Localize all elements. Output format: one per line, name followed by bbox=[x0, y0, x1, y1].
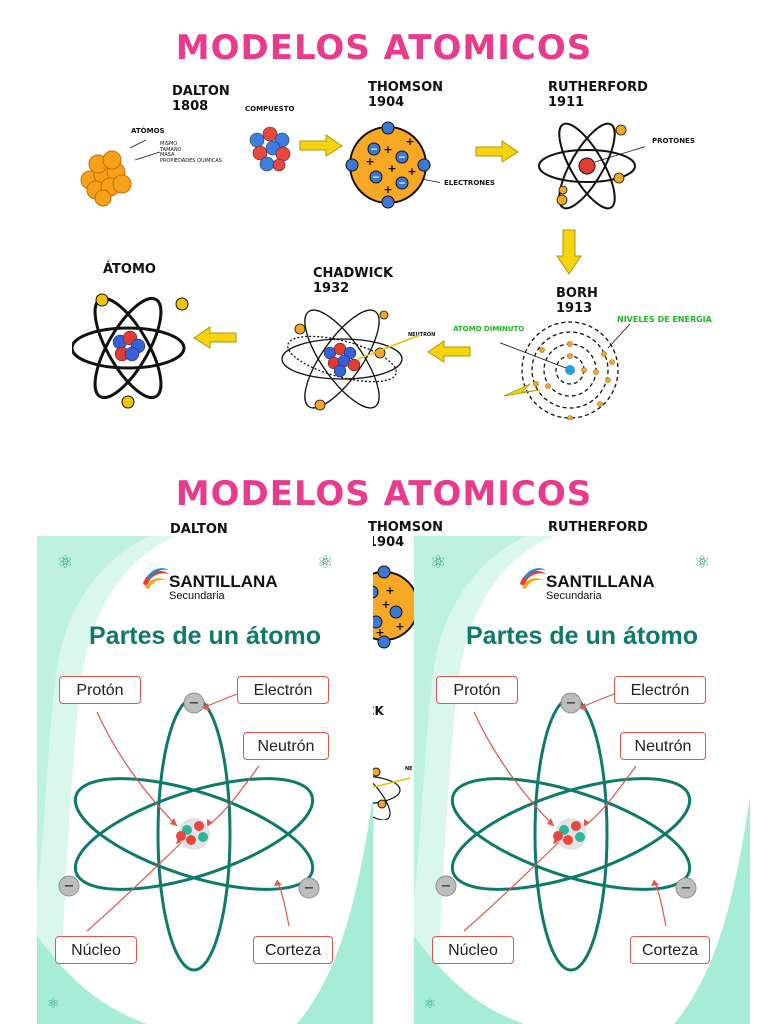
svg-text:−: − bbox=[372, 173, 380, 183]
svg-text:−: − bbox=[566, 696, 577, 711]
arrow-dalton-thomson bbox=[299, 134, 343, 157]
atom-diagram: − − − bbox=[58, 692, 320, 972]
card-title: Partes de un átomo bbox=[466, 622, 698, 650]
label-electron: Electrón bbox=[237, 676, 329, 704]
borh-year: 1913 bbox=[556, 301, 593, 316]
svg-text:+: + bbox=[375, 626, 384, 639]
rutherford-year: 1911 bbox=[548, 95, 585, 110]
atom-decor-icon-tr: ⚛ bbox=[694, 552, 711, 573]
svg-text:−: − bbox=[304, 881, 315, 896]
svg-text:+: + bbox=[387, 162, 396, 175]
atomo-diminuto-annotation: ÁTOMO DIMINUTO bbox=[453, 325, 525, 333]
bottom-dalton-label: DALTON bbox=[170, 522, 228, 537]
label-proton: Protón bbox=[59, 676, 141, 704]
atom-decor-icon-bl: ⚛ bbox=[424, 996, 437, 1012]
label-corteza: Corteza bbox=[253, 936, 333, 964]
brand-name: SANTILLANA bbox=[169, 572, 278, 591]
santillana-card-left: ⚛ ⚛ ⚛ SANTILLANA Secundaria Partes de un… bbox=[37, 536, 373, 1024]
arrow-rutherford-borh bbox=[556, 229, 582, 275]
chadwick-year: 1932 bbox=[313, 281, 350, 296]
borh-atom bbox=[500, 321, 631, 420]
arrow-chadwick-atomo bbox=[193, 326, 237, 349]
svg-text:+: + bbox=[405, 135, 414, 148]
thomson-label: THOMSON 1904 bbox=[368, 80, 443, 110]
arrow-thomson-rutherford bbox=[475, 140, 519, 163]
card-background bbox=[414, 536, 750, 1024]
thomson-year: 1904 bbox=[368, 95, 405, 110]
bottom-thomson-name: THOMSON bbox=[368, 520, 444, 535]
brand-sub: Secundaria bbox=[169, 590, 225, 602]
label-neutron: Neutrón bbox=[243, 732, 329, 760]
chadwick-name: CHADWICK bbox=[313, 266, 394, 281]
svg-text:+: + bbox=[407, 165, 416, 178]
label-proton: Protón bbox=[436, 676, 518, 704]
dalton-name: DALTON bbox=[172, 84, 230, 99]
compuesto-cluster bbox=[249, 126, 291, 172]
thomson-atom: + + + + + + − − − − bbox=[345, 121, 440, 209]
dalton-label: DALTON 1808 bbox=[172, 84, 230, 114]
santillana-logo-icon bbox=[520, 568, 546, 589]
label-electron: Electrón bbox=[614, 676, 706, 704]
compuesto-annotation: COMPUESTO bbox=[245, 105, 295, 113]
label-nucleo: Núcleo bbox=[55, 936, 137, 964]
svg-text:−: − bbox=[64, 879, 75, 894]
atom-diagram: − − − bbox=[435, 692, 697, 972]
svg-text:−: − bbox=[441, 879, 452, 894]
brand-sub: Secundaria bbox=[546, 590, 602, 602]
svg-text:+: + bbox=[365, 155, 374, 168]
top-title: MODELOS ATOMICOS bbox=[175, 28, 593, 68]
label-neutron: Neutrón bbox=[620, 732, 706, 760]
svg-text:+: + bbox=[385, 584, 394, 597]
dalton-note-1: MISMO bbox=[160, 141, 178, 147]
label-corteza: Corteza bbox=[630, 936, 710, 964]
card-title: Partes de un átomo bbox=[89, 622, 321, 650]
atomos-annotation: ATÓMOS bbox=[131, 127, 165, 135]
bottom-thomson-label: THOMSON 1904 bbox=[368, 520, 443, 550]
card-background bbox=[37, 536, 373, 1024]
atom-decor-icon-bl: ⚛ bbox=[47, 996, 60, 1012]
niveles-energia-annotation: NIVELES DE ENERGIA bbox=[617, 315, 712, 324]
borh-label: BORH 1913 bbox=[556, 286, 598, 316]
thomson-name: THOMSON bbox=[368, 80, 444, 95]
dalton-note-3: MASA bbox=[160, 152, 175, 158]
electrones-annotation: ELECTRONES bbox=[444, 179, 495, 187]
bottom-title: MODELOS ATOMICOS bbox=[175, 474, 593, 514]
protones-annotation: PROTONES bbox=[652, 137, 695, 145]
rutherford-label: RUTHERFORD 1911 bbox=[548, 80, 648, 110]
svg-text:−: − bbox=[398, 179, 406, 189]
dalton-year: 1808 bbox=[172, 99, 209, 114]
rutherford-atom bbox=[538, 122, 645, 210]
svg-text:−: − bbox=[681, 881, 692, 896]
svg-text:−: − bbox=[189, 696, 200, 711]
svg-text:−: − bbox=[398, 153, 406, 163]
santillana-logo-icon bbox=[143, 568, 169, 589]
dalton-atoms-cluster bbox=[80, 140, 161, 207]
bottom-thomson-year: 1904 bbox=[368, 535, 405, 550]
svg-text:+: + bbox=[383, 183, 392, 196]
arrow-borh-chadwick bbox=[427, 340, 471, 363]
santillana-card-right: ⚛ ⚛ ⚛ SANTILLANA Secundaria Partes de un… bbox=[414, 536, 750, 1024]
svg-text:+: + bbox=[381, 598, 390, 611]
neutron-annotation: NEUTRÓN bbox=[408, 332, 436, 338]
atom-decor-icon-tl: ⚛ bbox=[57, 552, 74, 573]
dalton-note-4: PROPIEDADES QUIMICAS bbox=[160, 157, 222, 164]
brand-name: SANTILLANA bbox=[546, 572, 655, 591]
svg-text:+: + bbox=[395, 620, 404, 633]
dalton-note-2: TAMAÑO bbox=[160, 146, 182, 153]
svg-text:−: − bbox=[370, 145, 378, 155]
bottom-rutherford-label: RUTHERFORD bbox=[548, 520, 648, 535]
rutherford-name: RUTHERFORD bbox=[548, 80, 648, 95]
svg-text:+: + bbox=[383, 143, 392, 156]
chadwick-atom bbox=[281, 309, 421, 411]
atomo-model bbox=[72, 293, 189, 409]
atom-decor-icon-tl: ⚛ bbox=[430, 552, 447, 573]
bottom-neutron-fragment: NE bbox=[405, 766, 413, 772]
label-nucleo: Núcleo bbox=[432, 936, 514, 964]
dalton-notes: MISMO TAMAÑO MASA PROPIEDADES QUIMICAS bbox=[160, 141, 222, 164]
borh-name: BORH bbox=[556, 286, 598, 301]
atom-decor-icon-tr: ⚛ bbox=[317, 552, 334, 573]
chadwick-label: CHADWICK 1932 bbox=[313, 266, 393, 296]
atomo-label: ÁTOMO bbox=[103, 262, 156, 277]
